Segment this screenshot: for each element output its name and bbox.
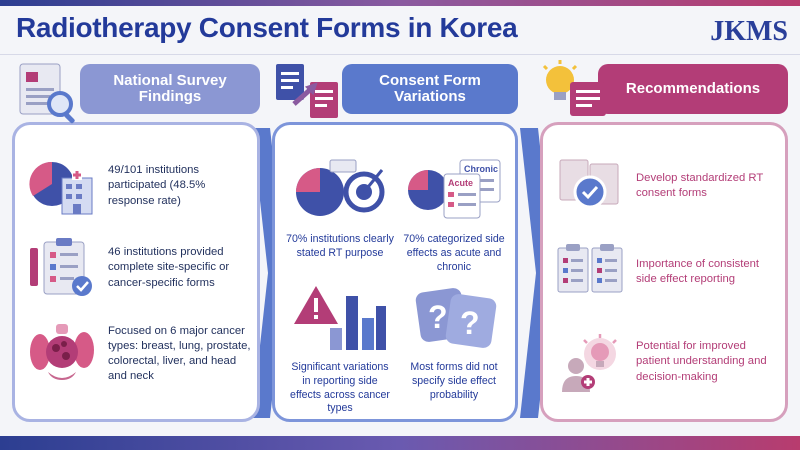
question-marks-icon: ? ? (415, 288, 497, 348)
pie-chart-hospital-icon (29, 161, 93, 215)
recommendations-title: Recommendations (625, 79, 761, 97)
page-title: Radiotherapy Consent Forms in Korea (16, 12, 518, 43)
variation-cell: Significant variations in reporting side… (286, 282, 394, 416)
list-item: 49/101 institutions participated (48.5% … (26, 154, 254, 218)
acute-label: Acute (448, 178, 473, 188)
variation-cell: ? ? Most forms did not specify side effe… (400, 282, 508, 402)
recommendation-text: Potential for improved patient understan… (636, 340, 767, 383)
variation-text: 70% categorized side effects as acute an… (403, 233, 505, 273)
svg-text:?: ? (428, 299, 448, 335)
recommendations-header: Recommendations (598, 64, 788, 114)
variations-header: Consent Form Variations (342, 64, 518, 114)
acute-chronic-cards-icon: Chronic Acute (408, 159, 501, 219)
survey-header: National Survey Findings (80, 64, 260, 114)
survey-item-text: 49/101 institutions participated (48.5% … (108, 164, 206, 207)
survey-item-text: Focused on 6 major cancer types: breast,… (108, 324, 251, 383)
lightbulb-document-icon (542, 60, 606, 116)
warning-bar-chart-icon (294, 286, 386, 350)
logo-text: JKMS (710, 16, 788, 47)
checklist-icon (30, 238, 92, 296)
document-swap-icon (276, 64, 338, 118)
organs-icon (30, 324, 94, 380)
survey-item-text: 46 institutions provided complete site-s… (108, 246, 230, 289)
variation-text: Most forms did not specify side effect p… (410, 361, 498, 401)
recommendation-text: Importance of consistent side effect rep… (636, 257, 760, 285)
top-accent-bar (0, 0, 800, 6)
list-item: Importance of consistent side effect rep… (554, 240, 782, 304)
survey-findings-column: National Survey Findings 49/101 institut… (12, 63, 260, 422)
check-document-icon (559, 159, 619, 209)
svg-text:?: ? (460, 305, 480, 341)
checklist-pair-icon (557, 244, 623, 293)
document-search-icon (19, 63, 75, 124)
header-divider (0, 54, 800, 55)
variation-cell: 70% institutions clearly stated RT purpo… (286, 154, 394, 261)
list-item: Develop standardized RT consent forms (554, 154, 782, 218)
consent-variations-column: Consent Form Variations 70% institutions… (272, 64, 518, 422)
list-item: Potential for improved patient understan… (554, 330, 782, 394)
journal-logo: JKMS (710, 16, 788, 48)
list-item: 46 institutions provided complete site-s… (26, 236, 254, 300)
variation-text: 70% institutions clearly stated RT purpo… (286, 233, 394, 259)
variation-cell: Chronic Acute 70% categorized side effec… (400, 154, 508, 274)
survey-title: National Survey Findings (113, 71, 227, 105)
patient-lightbulb-icon (562, 334, 617, 392)
bottom-accent-bar (0, 436, 800, 450)
recommendation-text: Develop standardized RT consent forms (636, 171, 764, 199)
variation-text: Significant variations in reporting side… (290, 361, 390, 415)
list-item: Focused on 6 major cancer types: breast,… (26, 322, 254, 386)
recommendations-column: Recommendations Develop standardized RT … (540, 60, 788, 422)
chronic-label: Chronic (464, 164, 498, 174)
pie-target-icon (296, 159, 385, 216)
variations-title: Consent Form Variations (379, 71, 481, 105)
